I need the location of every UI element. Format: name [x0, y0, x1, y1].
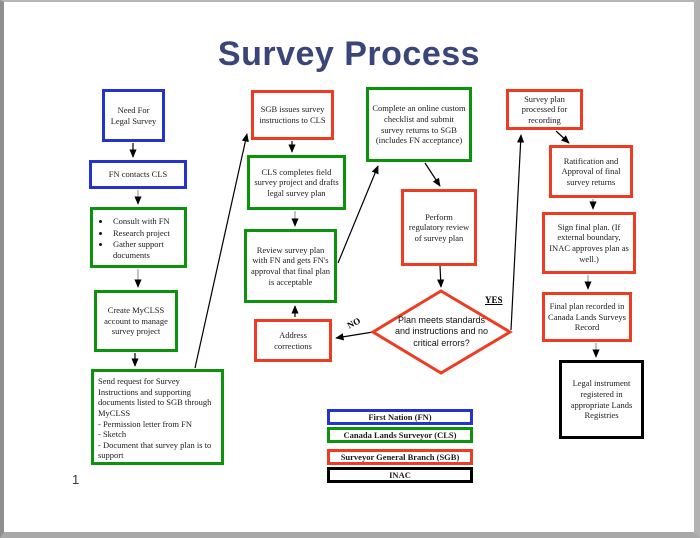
- node-decision-text: Plan meets standards and instructions an…: [394, 315, 489, 348]
- decision-yes-label: YES: [485, 295, 503, 305]
- node-text: Perform regulatory review of survey plan: [408, 211, 470, 243]
- node-legal-instrument: Legal instrument registered in appropria…: [559, 360, 644, 439]
- node-online-checklist: Complete an online custom checklist and …: [366, 87, 472, 162]
- node-subtext: - Sketch: [98, 429, 127, 440]
- arrow-surveyplan-to-ratification: [555, 130, 570, 144]
- node-send-request: Send request for Survey Instructions and…: [91, 369, 224, 465]
- node-text: Ratification and Approval of final surve…: [561, 155, 621, 187]
- legend-label: First Nation (FN): [368, 412, 432, 422]
- node-text: Complete an online custom checklist and …: [372, 103, 466, 146]
- legend-label: Canada Lands Surveyor (CLS): [343, 430, 457, 440]
- legend-item-first-nation: First Nation (FN): [327, 409, 473, 425]
- arrow-yes-to-survey-plan: [510, 134, 525, 331]
- legend-label: Surveyor General Branch (SGB): [340, 452, 460, 462]
- node-text: SGB issues survey instructions to CLS: [259, 104, 326, 125]
- node-survey-plan-processed: Survey plan processed for recording: [506, 89, 583, 130]
- bullet-list: Consult with FN Research project Gather …: [95, 216, 182, 261]
- node-final-plan-recorded: Final plan recorded in Canada Lands Surv…: [542, 292, 632, 342]
- legend-item-surveyor-general-branch: Surveyor General Branch (SGB): [327, 449, 473, 465]
- page-title: Survey Process: [217, 35, 481, 73]
- node-text: Need For Legal Survey: [110, 104, 157, 126]
- node-subtext: - Document that survey plan is to suppor…: [98, 439, 212, 461]
- node-need-for-legal-survey: Need For Legal Survey: [102, 89, 165, 142]
- legend-label: INAC: [389, 470, 411, 480]
- node-text: Sign final plan. (If external boundary, …: [549, 221, 629, 264]
- legend-item-inac: INAC: [327, 467, 473, 483]
- node-fn-contacts-cls: FN contacts CLS: [89, 160, 187, 189]
- node-consult-with-fn: Consult with FN Research project Gather …: [90, 207, 187, 268]
- node-text: Review survey plan with FN and gets FN's…: [250, 244, 331, 287]
- arrow-checklist-to-perform: [424, 162, 441, 187]
- node-text: CLS completes field survey project and d…: [254, 166, 339, 198]
- decision-no-label: NO: [345, 315, 363, 331]
- node-sign-final-plan: Sign final plan. (If external boundary, …: [542, 212, 636, 274]
- bullet-item: Research project: [111, 228, 182, 239]
- arrow-perform-to-decision: [437, 265, 445, 288]
- node-ratification-approval: Ratification and Approval of final surve…: [549, 145, 633, 198]
- node-text: Legal instrument registered in appropria…: [570, 378, 633, 421]
- node-text: Create MyCLSS account to manage survey p…: [104, 305, 168, 337]
- node-text: Survey plan processed for recording: [521, 93, 568, 125]
- node-text: FN contacts CLS: [108, 169, 168, 180]
- arrow-no-to-address: [335, 331, 374, 341]
- node-subtext: - Permission letter from FN: [98, 418, 192, 429]
- bullet-item: Consult with FN: [111, 216, 182, 227]
- node-create-myclss: Create MyCLSS account to manage survey p…: [94, 290, 178, 352]
- arrow-send-to-sgb: [194, 133, 249, 369]
- node-text: Send request for Survey Instructions and…: [98, 376, 212, 418]
- bullet-item: Gather support documents: [111, 239, 182, 260]
- node-review-survey-plan: Review survey plan with FN and gets FN's…: [244, 229, 337, 303]
- node-address-corrections: Address corrections: [254, 319, 332, 362]
- node-sgb-issues-instructions: SGB issues survey instructions to CLS: [251, 90, 334, 140]
- node-text: Address corrections: [274, 329, 312, 351]
- page-number: 1: [72, 472, 80, 487]
- node-cls-completes-field-survey: CLS completes field survey project and d…: [247, 155, 346, 210]
- node-regulatory-review: Perform regulatory review of survey plan: [401, 189, 477, 266]
- node-text: Final plan recorded in Canada Lands Surv…: [548, 301, 626, 333]
- legend-item-canada-lands-surveyor: Canada Lands Surveyor (CLS): [327, 427, 473, 443]
